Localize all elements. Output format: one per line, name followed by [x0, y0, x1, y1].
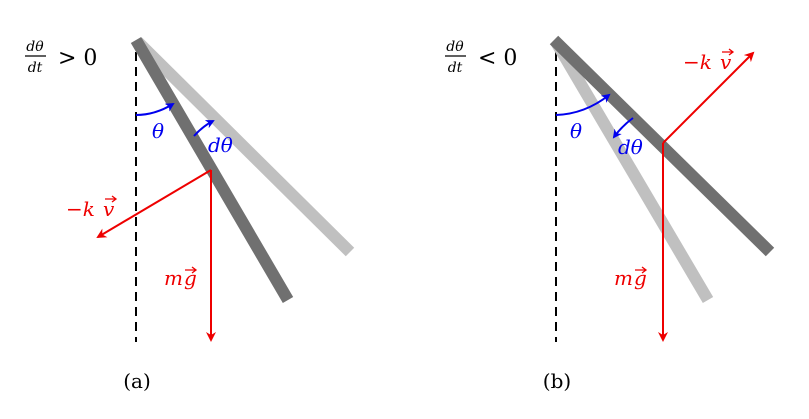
- panel-b: dθ dt < 0 θ dθ −k v m g (b): [445, 35, 775, 393]
- drag-force-label-a: −k v: [66, 195, 118, 221]
- condition-relation-a: > 0: [58, 46, 97, 71]
- vector-arrow-icon: [635, 266, 648, 274]
- vector-arrow-icon: [722, 48, 735, 56]
- drag-force-text-b: −k: [683, 50, 712, 74]
- vector-arrow-icon: [105, 195, 118, 203]
- theta-arc-b: [555, 93, 611, 116]
- rod-light-a: [133, 37, 355, 257]
- gravity-force-text-b: m: [614, 266, 633, 290]
- drag-force-text-a: −k: [66, 197, 95, 221]
- drag-force-vector-b: v: [720, 50, 732, 74]
- vector-arrow-icon: [185, 266, 198, 274]
- rod-light-b: [550, 38, 714, 304]
- theta-arc-a: [135, 102, 175, 116]
- condition-relation-b: < 0: [478, 46, 517, 71]
- condition-label-b: dθ dt < 0: [445, 39, 517, 76]
- condition-denominator-b: dt: [448, 60, 463, 76]
- theta-label-b: θ: [570, 119, 582, 143]
- gravity-force-text-a: m: [164, 266, 183, 290]
- dtheta-label-b: dθ: [618, 135, 643, 159]
- theta-label-a: θ: [152, 119, 164, 143]
- drag-force-arrow-b: [662, 51, 755, 144]
- gravity-force-label-b: m g: [614, 266, 648, 290]
- condition-denominator-a: dt: [28, 60, 43, 76]
- drag-force-label-b: −k v: [683, 48, 735, 74]
- dtheta-arc-a: [193, 120, 215, 137]
- drag-force-vector-a: v: [103, 197, 115, 221]
- panel-a: dθ dt > 0 θ dθ −k v m g (a): [25, 36, 355, 393]
- caption-a: (a): [123, 369, 151, 393]
- dtheta-arc-b: [612, 117, 634, 139]
- dtheta-label-a: dθ: [208, 133, 233, 157]
- condition-numerator-b: dθ: [446, 39, 464, 55]
- gravity-force-label-a: m g: [164, 266, 198, 290]
- drag-force-arrow-a: [96, 169, 212, 239]
- condition-label-a: dθ dt > 0: [25, 39, 97, 76]
- condition-numerator-a: dθ: [26, 39, 44, 55]
- caption-b: (b): [543, 369, 571, 393]
